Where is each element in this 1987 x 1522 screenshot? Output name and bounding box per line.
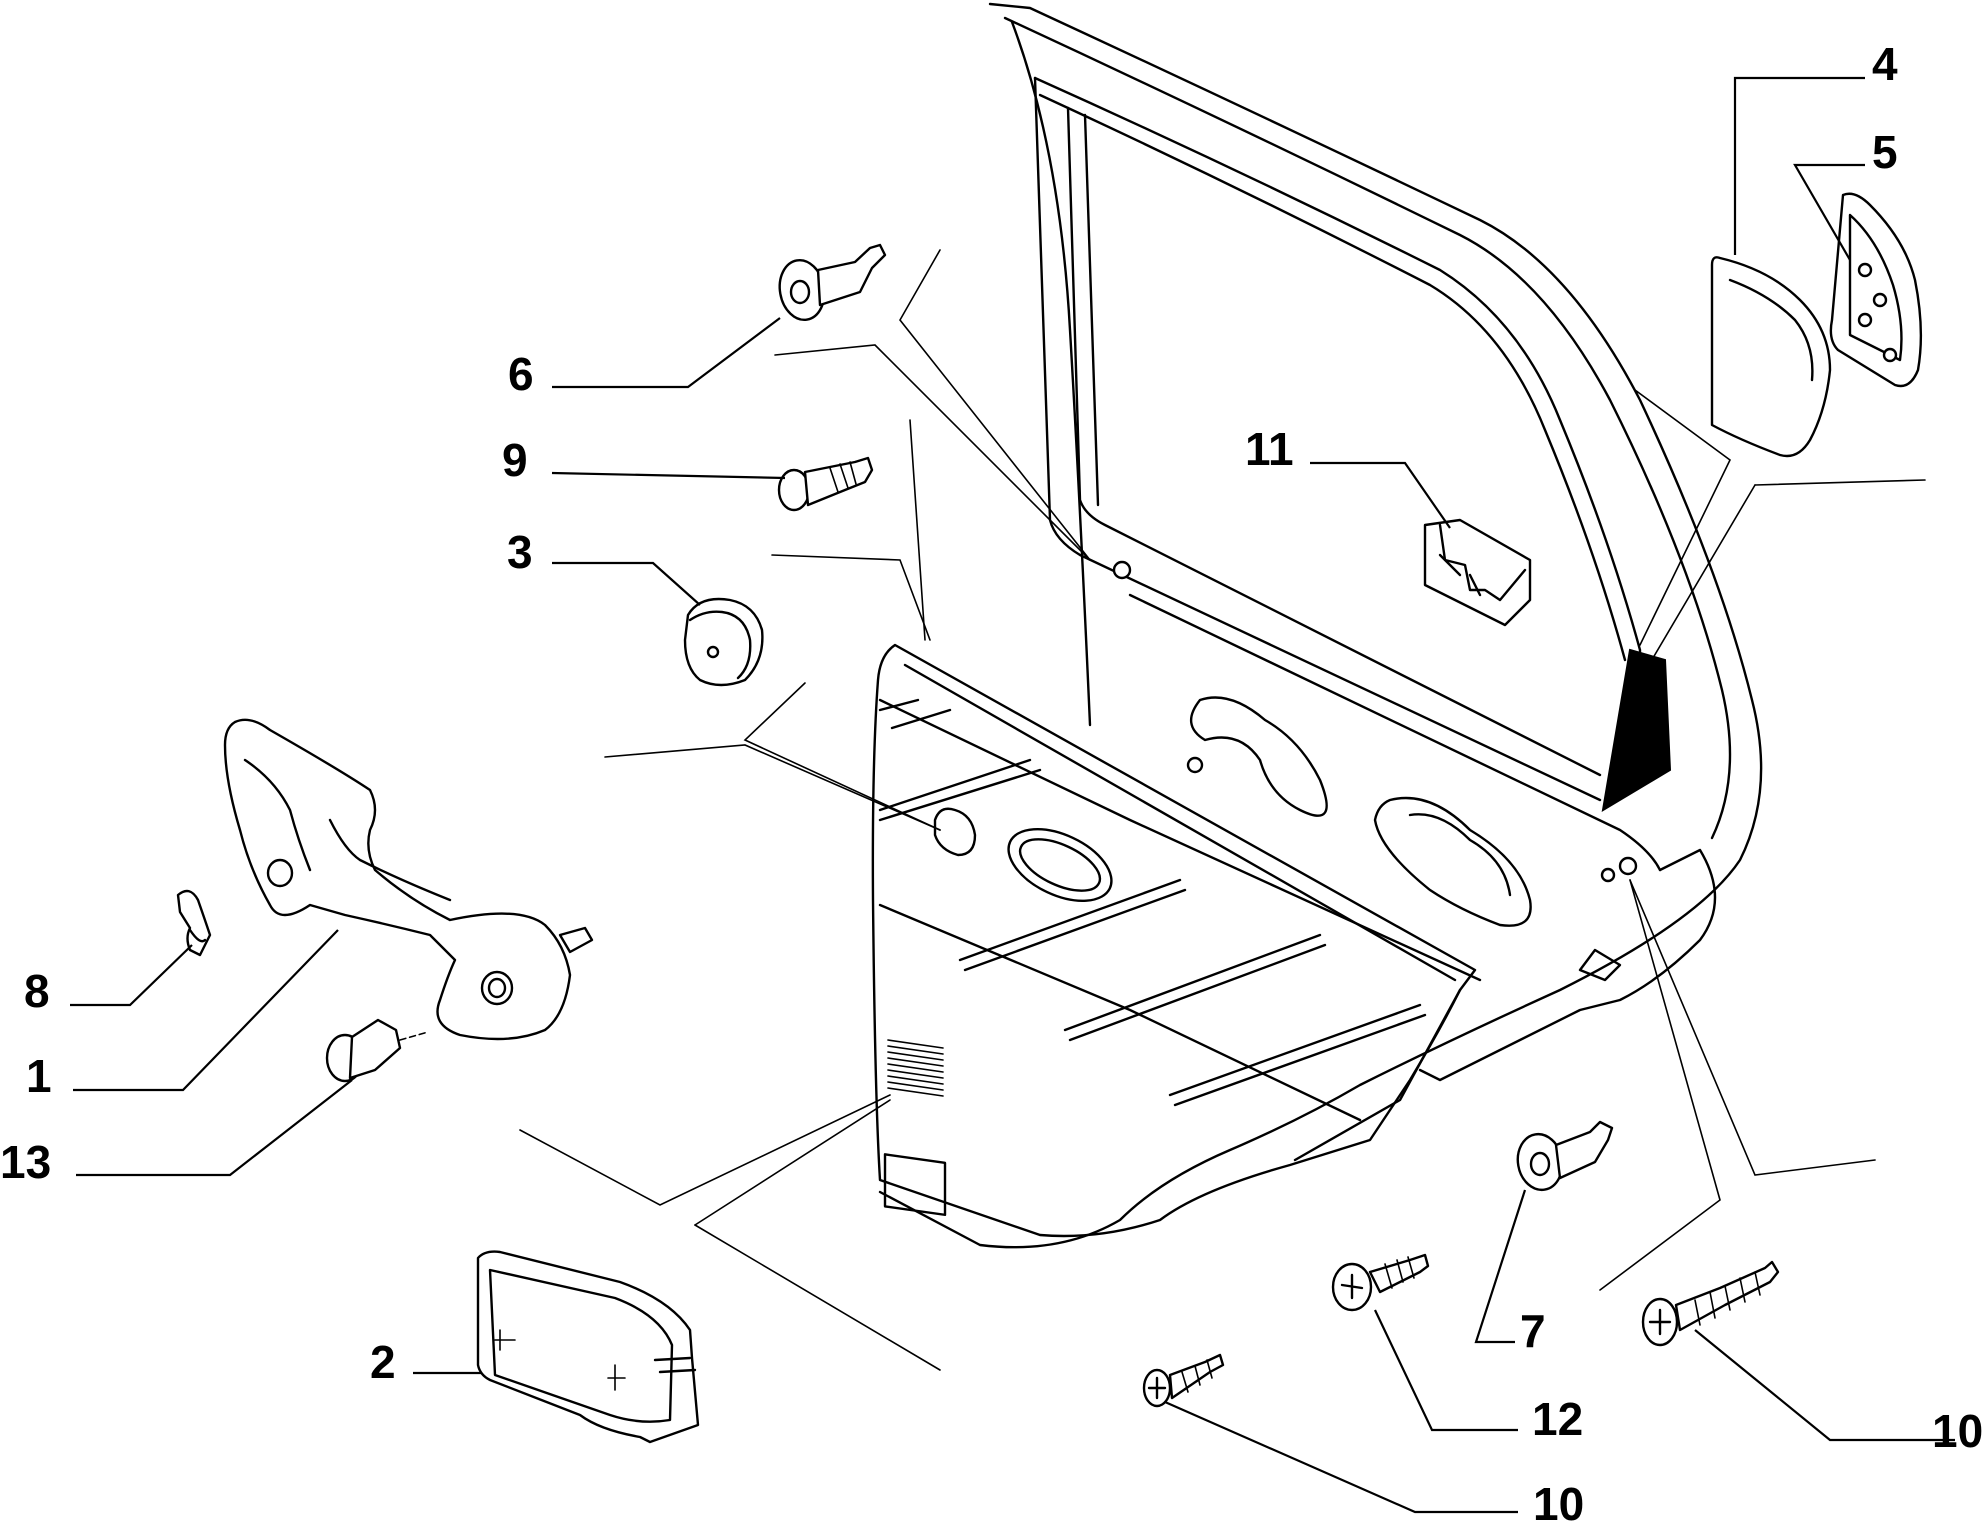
callout-numbers: 1 2 3 4 5 6 7 8 9 10 10 11 12 13 [0,38,1983,1522]
part-10-screw-right [1641,1260,1780,1347]
callout-10-bottom: 10 [1533,1478,1584,1522]
callout-9: 9 [502,434,528,486]
part-8-clip [176,889,212,957]
door-panel [871,2,1763,1249]
door-hole [1112,560,1132,580]
callout-1: 1 [26,1050,52,1102]
callout-12: 12 [1532,1393,1583,1445]
callout-7: 7 [1520,1305,1546,1357]
callout-6: 6 [508,348,534,400]
callout-10-right: 10 [1932,1405,1983,1457]
callout-3: 3 [507,526,533,578]
callout-2: 2 [370,1336,396,1388]
part-4-seal [1710,256,1832,458]
part-10-screw-bottom [1142,1353,1225,1408]
speaker-grille [883,1039,947,1217]
part-2-lamp [476,1250,700,1444]
part-11-clip [1423,518,1532,627]
callout-13: 13 [0,1136,51,1188]
callout-11: 11 [1245,423,1294,475]
callout-4: 4 [1872,38,1898,90]
callout-8: 8 [24,965,50,1017]
part-12-screw [1331,1253,1430,1312]
door-hole [1618,856,1638,876]
door-hole [1600,867,1616,883]
part-13-plug [325,1018,429,1083]
weatherstrip-block [1601,648,1672,812]
guide-lines [519,249,1926,1371]
callout-5: 5 [1872,126,1898,178]
part-3-plug [683,597,764,687]
part-5-plate [1829,192,1923,388]
part-7-pin [1516,1120,1614,1192]
door-hole [1186,756,1204,774]
part-6-pin [778,243,887,321]
part-1-handle [223,718,594,1041]
part-9-screw [777,456,874,512]
leader-lines [70,76,1955,1514]
